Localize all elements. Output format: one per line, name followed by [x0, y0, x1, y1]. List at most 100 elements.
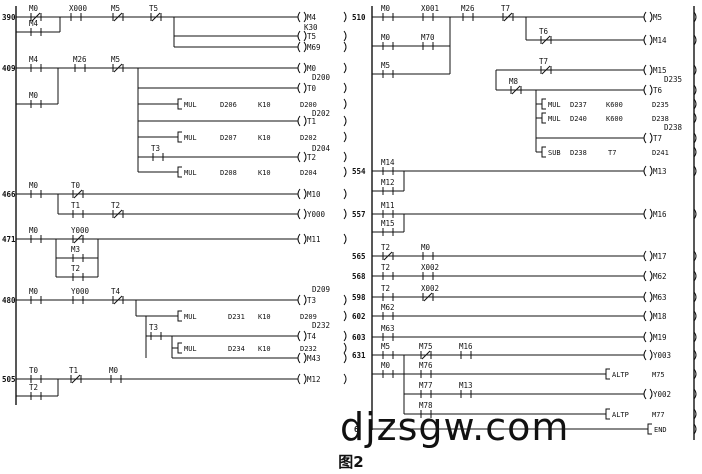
coil-left — [297, 151, 301, 163]
coil-param: D204 — [312, 144, 331, 153]
instruction-text: D238 — [652, 115, 669, 123]
coil-label: M11 — [307, 235, 321, 244]
contact-label: T2 — [71, 264, 80, 273]
contact-slash — [503, 12, 513, 22]
contact-label: M0 — [29, 4, 39, 13]
contact-label: T4 — [111, 287, 121, 296]
instruction-text: D241 — [652, 149, 669, 157]
instruction-text: D209 — [300, 313, 317, 321]
coil-left — [297, 188, 301, 200]
rail-cap — [343, 131, 347, 143]
contact-label: M5 — [111, 4, 120, 13]
instruction-text: MUL — [548, 115, 561, 123]
contact-label: M62 — [381, 303, 395, 312]
instruction-text: D237 — [570, 101, 587, 109]
contact-slash — [113, 12, 123, 22]
contact-label: X000 — [69, 4, 88, 13]
rail-cap — [343, 352, 347, 364]
rail-cap — [343, 233, 347, 245]
rail-cap — [343, 41, 347, 53]
step-number: 409 — [2, 64, 16, 73]
contact-label: M5 — [381, 61, 390, 70]
contact-label: M5 — [381, 342, 390, 351]
coil-right — [649, 388, 653, 400]
instruction-text: MUL — [184, 313, 197, 321]
coil-param: D209 — [312, 285, 330, 294]
contact-label: Y000 — [71, 287, 90, 296]
instruction-text: M77 — [652, 411, 665, 419]
contact-label: T2 — [381, 263, 390, 272]
coil-left — [643, 84, 647, 96]
coil-label: T4 — [307, 332, 317, 341]
instruction-text: M75 — [652, 371, 665, 379]
coil-right — [649, 34, 653, 46]
contact-label: M5 — [111, 55, 120, 64]
coil-right — [649, 84, 653, 96]
contact-slash — [113, 63, 123, 73]
coil-left — [297, 373, 301, 385]
coil-label: M13 — [653, 167, 667, 176]
rail-cap — [693, 270, 697, 282]
contact-label: M14 — [381, 158, 395, 167]
coil-label: M5 — [653, 13, 662, 22]
step-number: 510 — [352, 13, 366, 22]
instruction-text: END — [654, 426, 667, 434]
rail-cap — [343, 151, 347, 163]
instruction-text: D204 — [300, 169, 317, 177]
contact-slash — [73, 189, 83, 199]
rail-cap — [343, 208, 347, 220]
step-number: 557 — [352, 210, 366, 219]
coil-label: Y002 — [653, 390, 671, 399]
instruction-bracket — [177, 131, 182, 143]
instruction-text: D235 — [652, 101, 669, 109]
coil-right — [649, 64, 653, 76]
contact-label: M26 — [461, 4, 475, 13]
coil-left — [297, 82, 301, 94]
contact-label: T3 — [151, 144, 160, 153]
coil-left — [297, 62, 301, 74]
instruction-text: D207 — [220, 134, 237, 142]
coil-label: Y003 — [653, 351, 671, 360]
coil-right — [303, 352, 307, 364]
rail-cap — [693, 84, 697, 96]
step-number: 568 — [352, 272, 366, 281]
contact-label: T2 — [29, 383, 38, 392]
instruction-text: D200 — [300, 101, 317, 109]
rail-cap — [693, 423, 697, 435]
coil-label: M14 — [653, 36, 667, 45]
rail-cap — [343, 342, 347, 354]
instruction-text: MUL — [184, 134, 197, 142]
instruction-text: K600 — [606, 101, 623, 109]
contact-label: T3 — [149, 323, 158, 332]
coil-param: D235 — [664, 75, 682, 84]
instruction-bracket — [605, 368, 610, 380]
coil-left — [643, 11, 647, 23]
rail-cap — [693, 98, 697, 110]
instruction-bracket — [605, 408, 610, 420]
contact-label: M0 — [109, 366, 119, 375]
coil-right — [303, 30, 307, 42]
contact-slash — [113, 295, 123, 305]
instruction-text: D234 — [228, 345, 245, 353]
contact-label: X002 — [421, 263, 439, 272]
coil-right — [649, 349, 653, 361]
instruction-bracket — [177, 166, 182, 178]
instruction-text: MUL — [184, 169, 197, 177]
rail-cap — [693, 208, 697, 220]
coil-right — [649, 165, 653, 177]
rail-cap — [693, 112, 697, 124]
instruction-text: D231 — [228, 313, 245, 321]
coil-left — [297, 11, 301, 23]
coil-right — [649, 132, 653, 144]
coil-right — [649, 11, 653, 23]
contact-label: M76 — [419, 361, 433, 370]
rail-cap — [343, 98, 347, 110]
contact-label: T7 — [501, 4, 510, 13]
coil-label: M19 — [653, 333, 667, 342]
rail-cap — [343, 30, 347, 42]
rail-cap — [693, 132, 697, 144]
coil-left — [643, 331, 647, 343]
contact-label: M0 — [29, 181, 39, 190]
coil-label: M0 — [307, 64, 317, 73]
contact-label: M15 — [381, 219, 395, 228]
